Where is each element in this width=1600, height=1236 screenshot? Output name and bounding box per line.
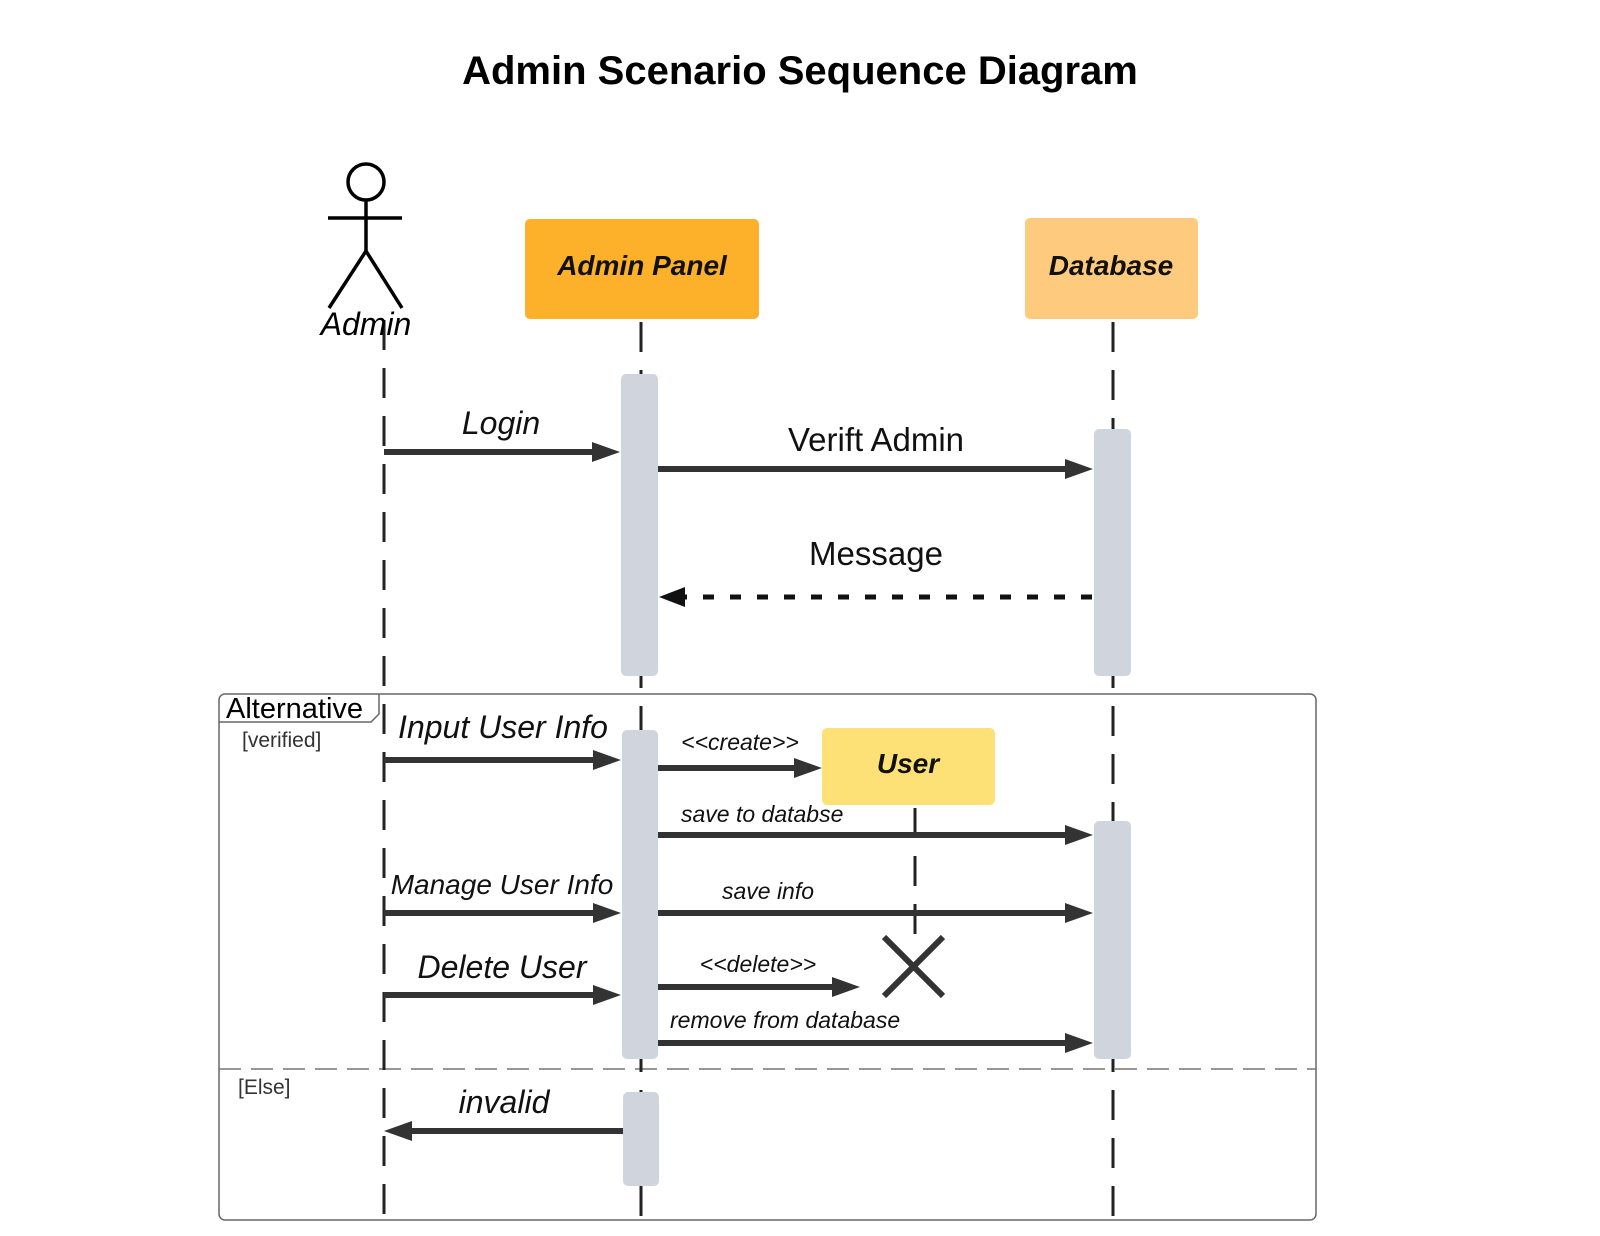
frame-label: Alternative: [226, 693, 363, 725]
diagram-title: Admin Scenario Sequence Diagram: [462, 49, 1138, 93]
frame-label-tab: [219, 694, 380, 723]
arrowhead: [832, 977, 860, 997]
frame-border: [218, 693, 1317, 1221]
message-invalid-label: invalid: [459, 1084, 551, 1120]
database-label: Database: [1049, 250, 1174, 281]
message-input-user-info: Input User Info: [384, 709, 621, 770]
database-activation-1: [1094, 429, 1131, 676]
message-manage-user-info: Manage User Info: [384, 869, 621, 923]
arrowhead: [384, 1121, 412, 1141]
message-login-label: Login: [462, 405, 540, 441]
message-verify-admin: Verift Admin: [658, 421, 1093, 479]
message-remove-from-database-label: remove from database: [670, 1007, 900, 1033]
database-box: Database: [1025, 218, 1198, 319]
admin-panel-activation-2: [622, 730, 658, 1059]
admin-panel-rect: [525, 219, 759, 319]
admin-panel-box: Admin Panel: [525, 219, 759, 319]
guard-verified: [verified]: [242, 729, 321, 752]
message-save-info-label: save info: [722, 878, 814, 904]
stick-figure-icon: [327, 162, 404, 309]
message-manage-user-info-label: Manage User Info: [391, 869, 614, 900]
message-save-to-database: save to databse: [658, 801, 1093, 845]
user-rect: [822, 728, 995, 805]
message-create-label: <<create>>: [681, 729, 799, 755]
admin-panel-activation-1: [621, 374, 658, 676]
arrowhead: [592, 442, 620, 462]
message-delete-user-label: Delete User: [418, 949, 588, 985]
message-delete-user: Delete User: [384, 949, 621, 1005]
user-box: User: [822, 728, 995, 805]
message-input-user-info-label: Input User Info: [398, 709, 608, 745]
alternative-frame: Alternative [verified] [Else]: [218, 693, 1317, 1221]
database-rect: [1025, 218, 1198, 319]
arrowhead: [794, 758, 822, 778]
message-delete: <<delete>>: [658, 951, 860, 997]
arrowhead: [1065, 459, 1093, 479]
arrowhead: [593, 750, 621, 770]
message-save-to-database-label: save to databse: [681, 801, 843, 827]
admin-panel-label: Admin Panel: [556, 250, 728, 281]
arrowhead: [593, 903, 621, 923]
message-save-info: save info: [658, 878, 1093, 923]
message-delete-label: <<delete>>: [700, 951, 816, 977]
message-invalid: invalid: [384, 1084, 623, 1141]
destroy-x-icon: [881, 934, 946, 999]
admin-actor: Admin: [319, 162, 412, 342]
arrowhead: [1065, 1033, 1093, 1053]
database-activation-2: [1094, 821, 1131, 1059]
arrowhead: [1065, 825, 1093, 845]
user-label: User: [877, 748, 941, 779]
message-remove-from-database: remove from database: [658, 1007, 1093, 1053]
arrowhead: [593, 985, 621, 1005]
message-return-label: Message: [809, 535, 943, 572]
message-return: Message: [659, 535, 1092, 607]
admin-panel-activation-3: [623, 1092, 659, 1186]
admin-label: Admin: [319, 306, 412, 342]
message-login: Login: [384, 405, 620, 462]
message-create: <<create>>: [658, 729, 822, 778]
arrowhead: [1065, 903, 1093, 923]
message-verify-admin-label: Verift Admin: [788, 421, 964, 458]
arrowhead: [659, 587, 685, 607]
guard-else: [Else]: [238, 1076, 291, 1099]
